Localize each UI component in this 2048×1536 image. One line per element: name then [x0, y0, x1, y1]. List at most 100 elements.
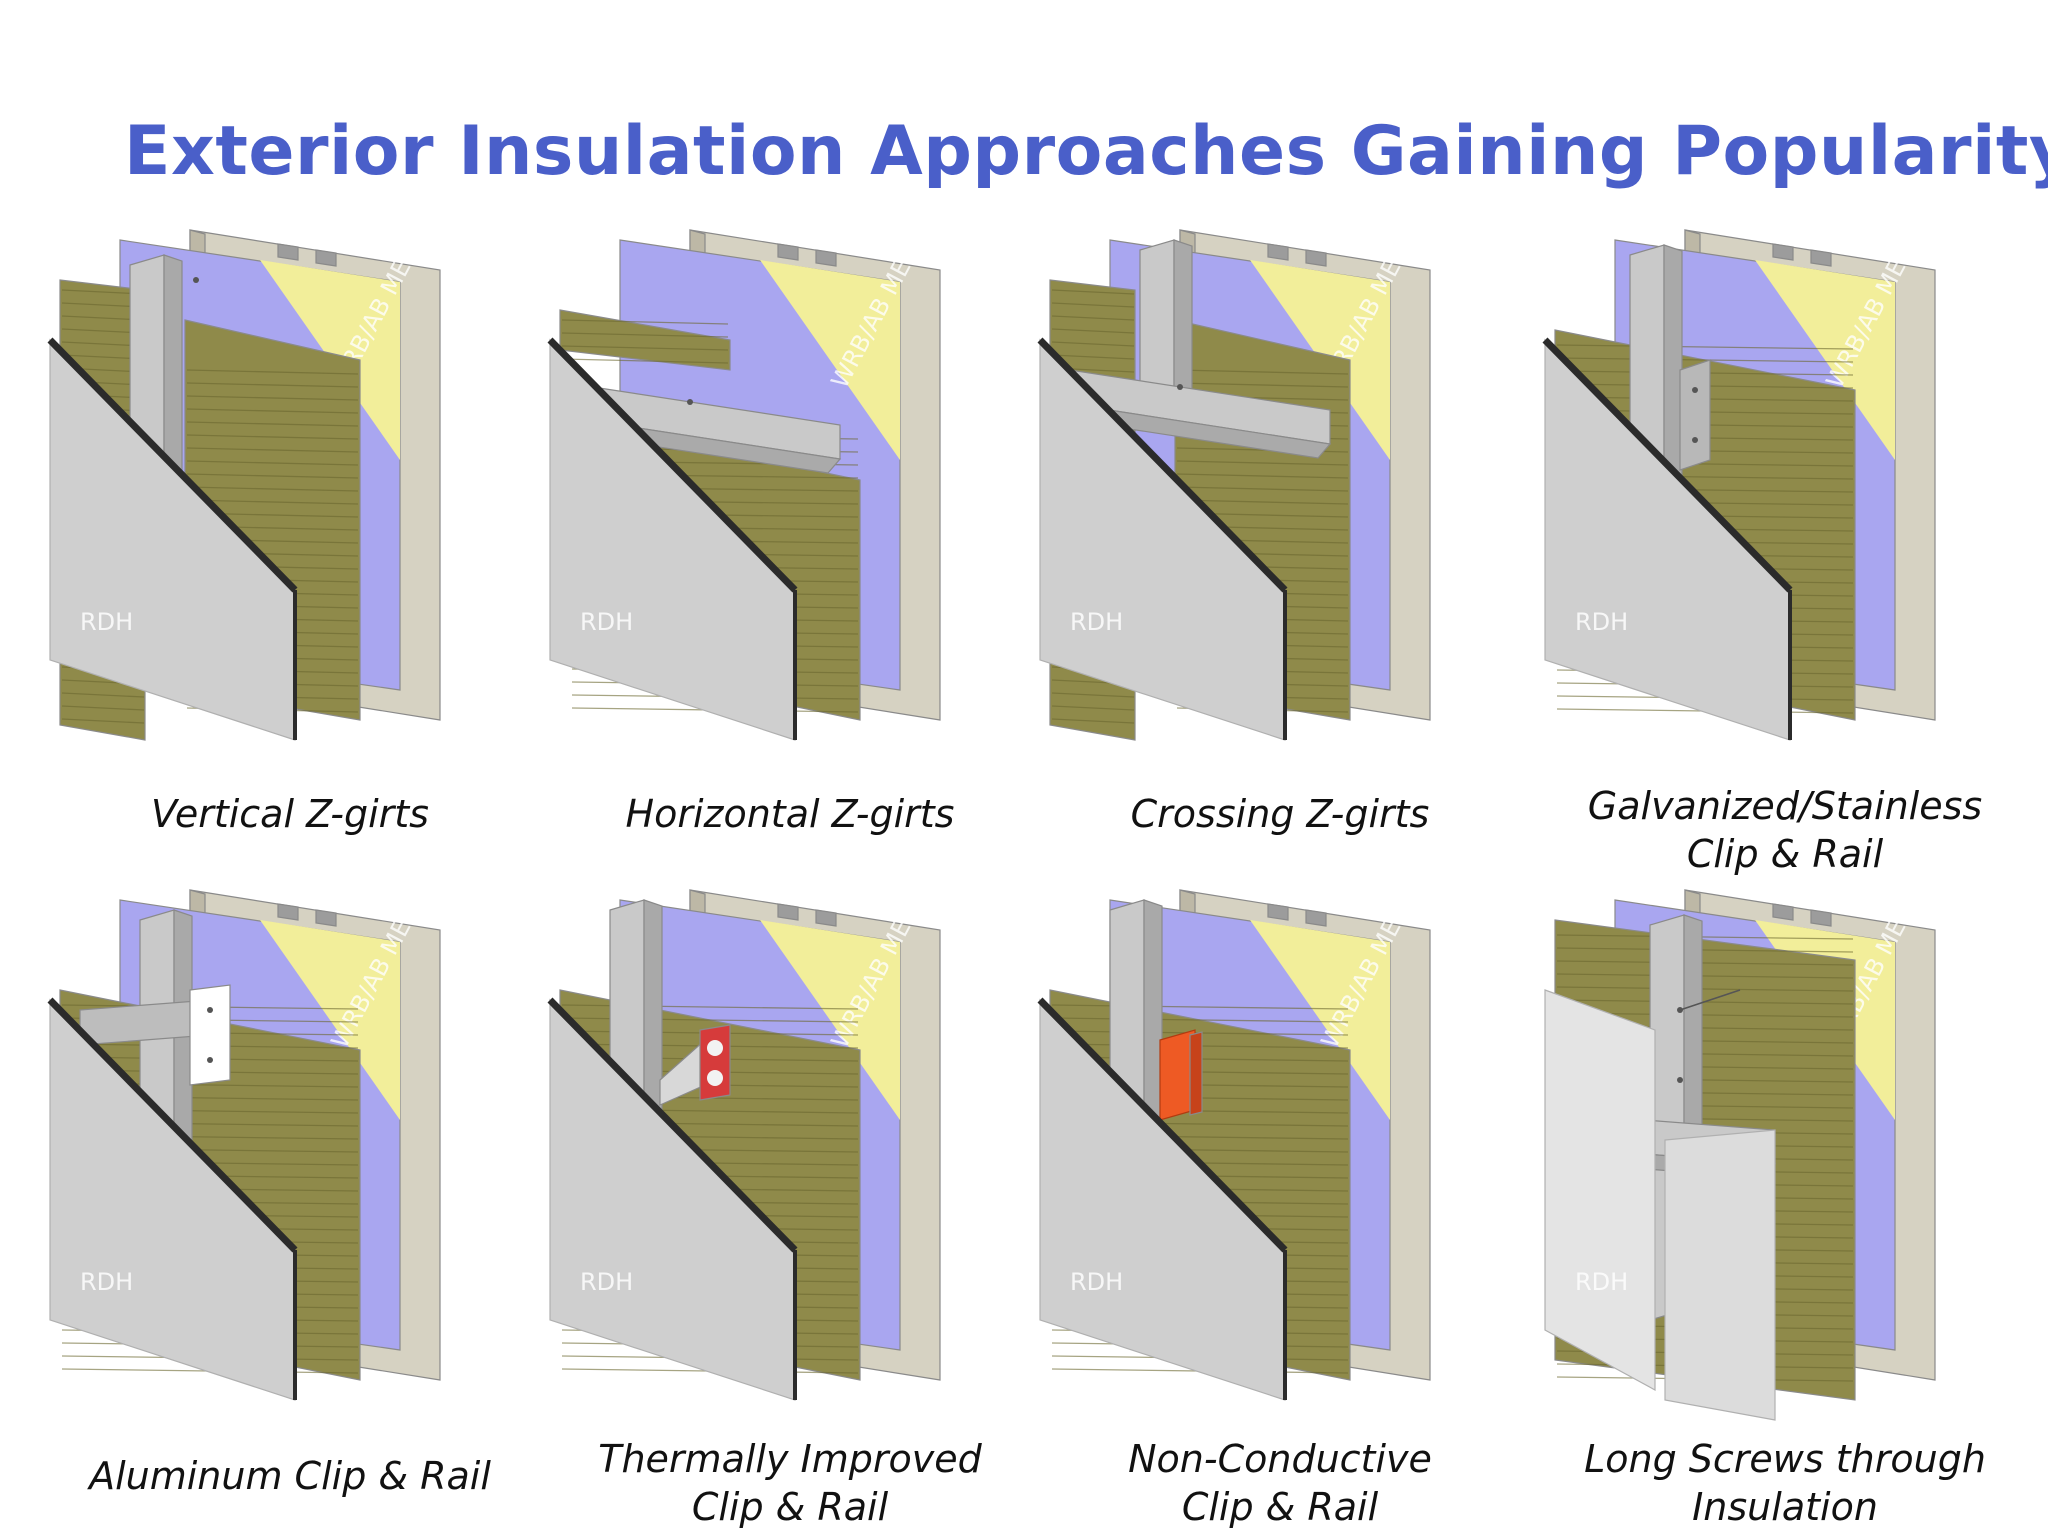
insulation-texture-line: [1556, 934, 1854, 940]
insulation-texture-line: [61, 705, 145, 711]
panel-caption: Thermally Improved Clip & Rail: [598, 1437, 982, 1529]
fastener-screw: [1692, 387, 1698, 393]
insulation-texture-line: [186, 473, 359, 479]
cladding-edge: [47, 337, 298, 593]
insulation-texture-line: [1051, 354, 1135, 360]
rdh-watermark: RDH: [580, 1268, 633, 1296]
panel-caption: Crossing Z-girts: [1130, 792, 1430, 836]
steel-stud-top: [1305, 909, 1327, 927]
steel-stud-top: [1810, 249, 1832, 267]
steel-stud-top: [315, 249, 337, 267]
insulation-texture-line: [186, 434, 359, 440]
insulation-texture-line: [561, 358, 729, 364]
cladding-panel: [1664, 1129, 1776, 1421]
steel-stud-top: [1267, 243, 1289, 261]
cladding-edge: [547, 997, 798, 1253]
insulation-texture-line: [1556, 947, 1854, 953]
insulation-texture-line: [1176, 473, 1349, 479]
exterior-sheathing-exposed: [760, 260, 900, 460]
cladding-edge: [1542, 337, 1793, 593]
steel-stud-top: [1810, 909, 1832, 927]
insulation-texture-line: [186, 499, 359, 505]
exterior-sheathing-exposed: [760, 920, 900, 1120]
steel-stud-top: [777, 243, 799, 261]
fastener-screw: [1177, 384, 1183, 390]
steel-stud-top: [1305, 249, 1327, 267]
clip-fastener: [707, 1070, 723, 1086]
insulation-texture-line: [1051, 341, 1135, 347]
insulation-texture-line: [561, 345, 729, 351]
insulation-texture-line: [1176, 460, 1349, 466]
insulation-texture-line: [1556, 344, 1854, 350]
insulation-texture-line: [186, 408, 359, 414]
rdh-watermark: RDH: [1575, 608, 1628, 636]
rdh-watermark: RDH: [80, 608, 133, 636]
cladding-panel: [1544, 989, 1656, 1392]
insulation-texture-line: [1556, 357, 1854, 363]
insulation-texture-line: [61, 718, 145, 724]
insulation-texture-line: [1051, 1004, 1349, 1010]
fastener-screw: [207, 1007, 213, 1013]
insulation-texture-line: [186, 486, 359, 492]
panel-caption: Long Screws through Insulation: [1584, 1437, 1986, 1529]
steel-stud-top: [1772, 243, 1794, 261]
fastener-screw: [1677, 1077, 1683, 1083]
panel-caption: Galvanized/Stainless Clip & Rail: [1587, 784, 1983, 876]
exterior-sheathing-exposed: [260, 920, 400, 1120]
rdh-watermark: RDH: [1070, 1268, 1123, 1296]
thermal-break-pad: [699, 1024, 731, 1101]
nonconductive-clip-side: [1189, 1031, 1203, 1116]
steel-stud-top: [277, 903, 299, 921]
clip-fastener: [707, 1040, 723, 1056]
cladding-edge: [47, 997, 298, 1253]
insulation-texture-line: [1556, 986, 1854, 992]
steel-stud-top: [815, 909, 837, 927]
insulation-texture-line: [561, 332, 729, 338]
insulation-texture-line: [561, 319, 729, 325]
insulation-texture-line: [186, 447, 359, 453]
insulation-texture-line: [1556, 973, 1854, 979]
rdh-watermark: RDH: [80, 1268, 133, 1296]
fastener-screw: [207, 1057, 213, 1063]
rdh-watermark: RDH: [580, 608, 633, 636]
long-screw-shaft: [1679, 989, 1741, 1011]
exterior-sheathing-exposed: [1250, 920, 1390, 1120]
steel-stud-top: [277, 243, 299, 261]
insulation-texture-line: [1556, 960, 1854, 966]
fastener-screw: [193, 277, 199, 283]
insulation-texture-line: [186, 421, 359, 427]
rdh-watermark: RDH: [1070, 608, 1123, 636]
exterior-sheathing-exposed: [1755, 260, 1895, 460]
cladding-edge: [1037, 337, 1288, 593]
slide-title: Exterior Insulation Approaches Gaining P…: [124, 112, 2048, 191]
insulation-texture-line: [1176, 369, 1349, 375]
insulation-texture-line: [1051, 705, 1135, 711]
vertical-girt-flange: [1173, 239, 1193, 407]
insulation-texture-line: [1176, 486, 1349, 492]
cladding-edge: [547, 337, 798, 593]
insulation-texture-line: [186, 369, 359, 375]
steel-stud-top: [777, 903, 799, 921]
fastener-screw: [687, 399, 693, 405]
steel-stud-top: [1772, 903, 1794, 921]
insulation-texture-line: [1051, 718, 1135, 724]
insulation-texture-line: [1051, 1017, 1349, 1023]
insulation-texture-line: [1176, 499, 1349, 505]
steel-stud-top: [815, 249, 837, 267]
steel-stud-top: [1267, 903, 1289, 921]
fastener-screw: [1692, 437, 1698, 443]
insulation-block: [559, 309, 731, 371]
